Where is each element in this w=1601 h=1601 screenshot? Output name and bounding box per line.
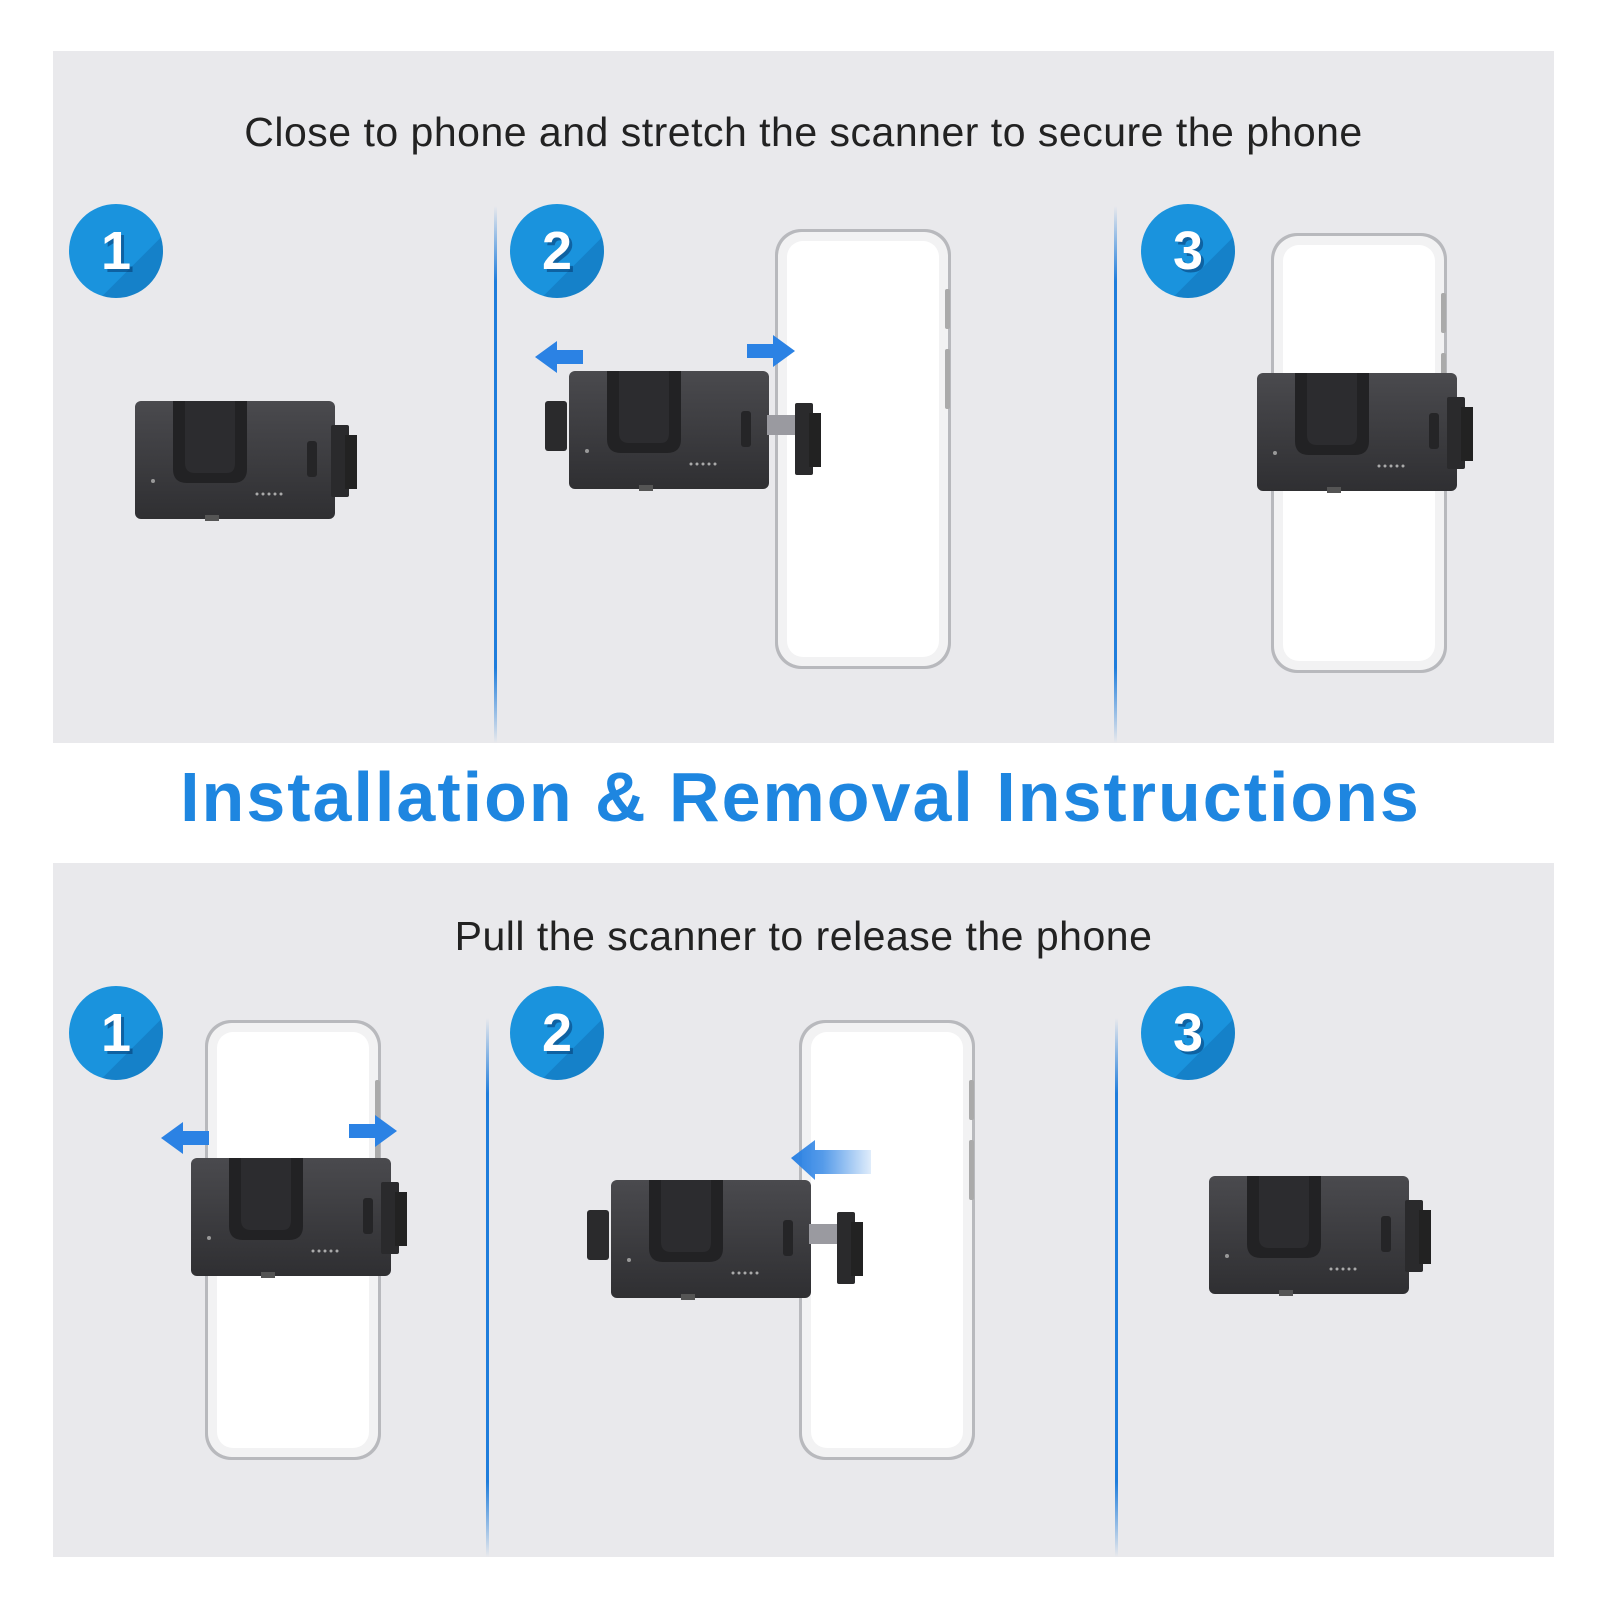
removal-caption: Pull the scanner to release the phone	[454, 913, 1153, 959]
removal-illustration	[161, 1020, 1431, 1460]
scanner-image	[1209, 1176, 1431, 1296]
scanner-clamp-left	[587, 1210, 609, 1260]
removal-panel: Pull the scanner to release the phone 1 …	[53, 863, 1554, 1557]
page-title: Installation & Removal Instructions	[180, 758, 1421, 836]
scanner-image	[135, 401, 357, 521]
step-divider	[1115, 1018, 1118, 1557]
scanner-image	[587, 1180, 863, 1300]
removal-step-1-badge: 1	[69, 986, 163, 1080]
step-divider	[486, 1018, 489, 1557]
scanner-extension	[767, 415, 801, 435]
arrow-left-icon	[161, 1122, 209, 1154]
install-illustration	[135, 229, 1473, 673]
arrow-left-icon	[535, 341, 583, 373]
step-divider	[1114, 206, 1117, 743]
install-panel: Close to phone and stretch the scanner t…	[53, 51, 1554, 743]
install-step-3-badge: 3	[1141, 204, 1235, 298]
step-divider	[494, 206, 497, 743]
scanner-extension	[809, 1224, 843, 1244]
scanner-clamp-left	[545, 401, 567, 451]
install-caption: Close to phone and stretch the scanner t…	[244, 109, 1363, 155]
removal-step-3-badge: 3	[1141, 986, 1235, 1080]
scanner-image	[1257, 373, 1473, 493]
install-step-1-badge: 1	[69, 204, 163, 298]
removal-step-2-badge: 2	[510, 986, 604, 1080]
scanner-image	[191, 1158, 407, 1278]
pull-arrow-icon	[791, 1140, 871, 1180]
scanner-image	[545, 371, 821, 491]
install-step-2-badge: 2	[510, 204, 604, 298]
